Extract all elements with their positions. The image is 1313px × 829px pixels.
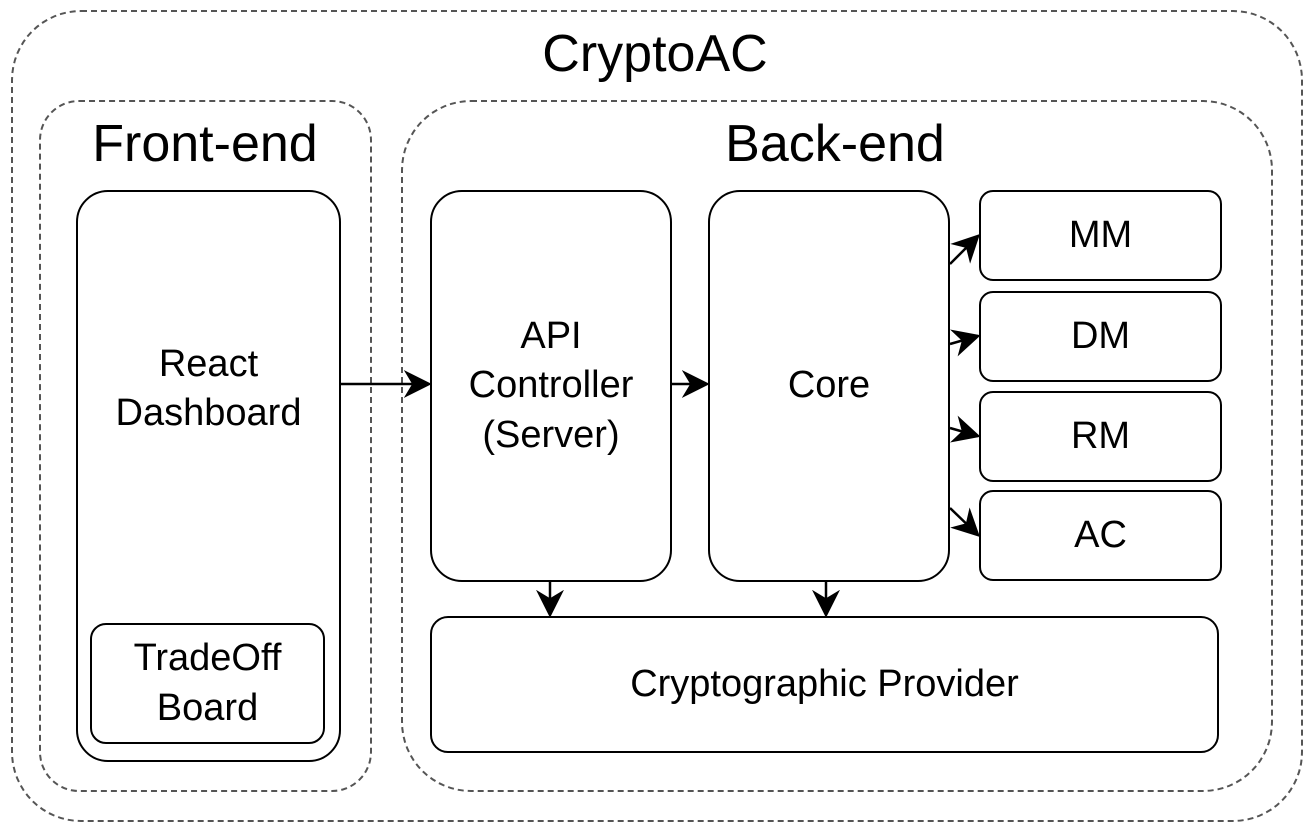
module-dm-box: DM [979,291,1222,382]
react-dashboard-box: React Dashboard [76,190,341,762]
core-label: Core [787,364,871,407]
core-box: Core [708,190,950,582]
module-dm-label: DM [1070,314,1131,357]
frontend-container [39,100,372,792]
module-ac-label: AC [1074,513,1127,556]
tradeoff-board-label: TradeOff Board [133,637,282,729]
api-controller-box: API Controller (Server) [430,190,672,582]
cryptoac-container [11,10,1303,822]
cryptographic-provider-box: Cryptographic Provider [430,616,1219,753]
module-ac-box: AC [979,490,1222,581]
module-mm-label: MM [1068,213,1133,256]
frontend-title: Front-end [92,115,318,173]
cryptoac-title: CryptoAC [542,25,768,83]
module-rm-label: RM [1070,414,1131,457]
cryptographic-provider-label: Cryptographic Provider [630,662,1019,705]
backend-title: Back-end [725,115,945,173]
module-rm-box: RM [979,391,1222,482]
backend-container [401,100,1273,792]
tradeoff-board-box: TradeOff Board [90,623,325,744]
api-controller-label: API Controller (Server) [468,314,634,456]
react-dashboard-label: React Dashboard [115,343,302,435]
module-mm-box: MM [979,190,1222,281]
